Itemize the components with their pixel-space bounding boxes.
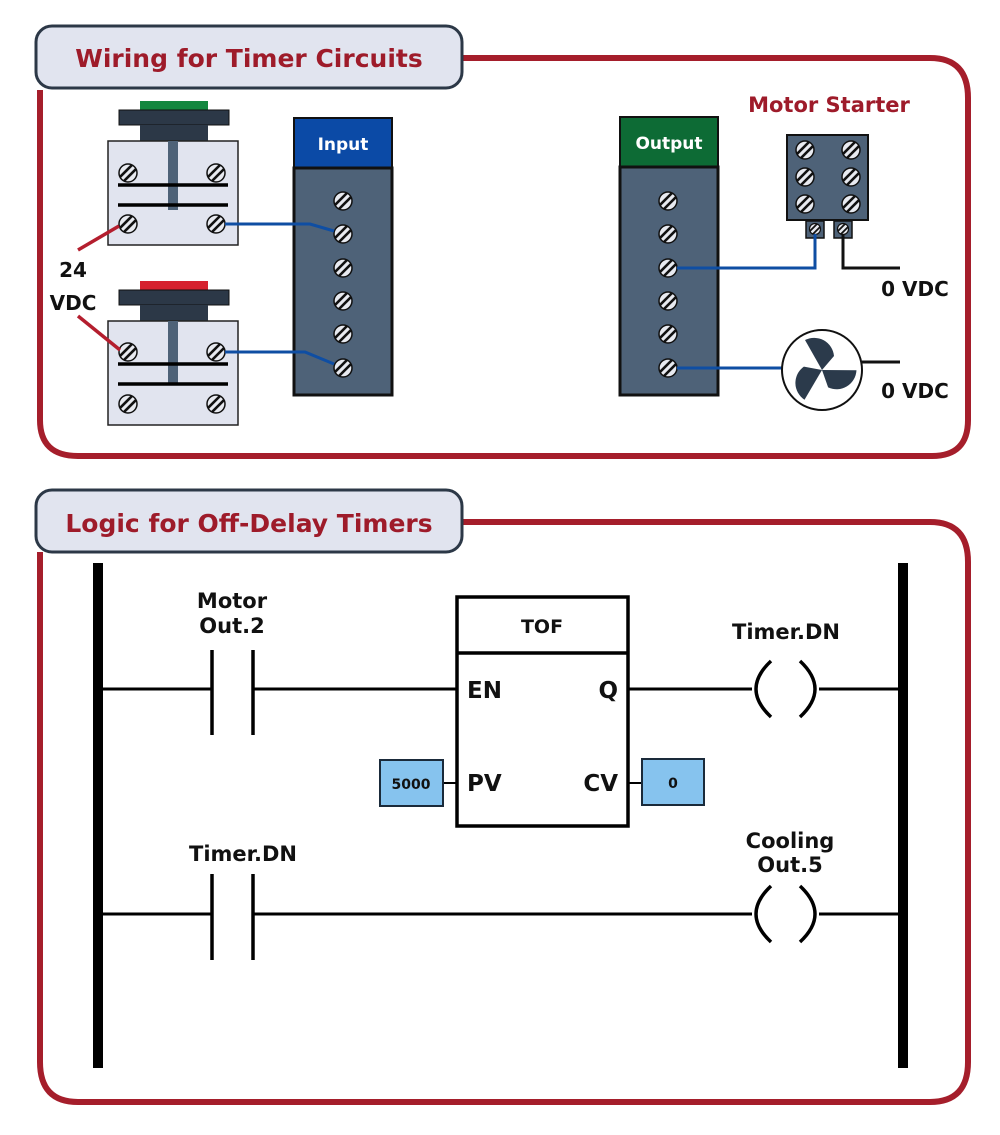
rung-1: Motor Out.2 TOF EN Q PV CV 5000 0 [103, 589, 898, 828]
output-module-title: Output [635, 134, 702, 154]
screw-icon [842, 141, 860, 159]
en-pin-label: EN [467, 678, 502, 704]
screw-icon [119, 164, 137, 182]
logic-frame [37, 519, 971, 1105]
fan-return-label: 0 VDC [881, 379, 949, 403]
preset-value: 5000 [392, 777, 431, 793]
supply-24vdc: 24 VDC [50, 224, 122, 352]
input-module-title: Input [318, 135, 369, 155]
terminal-screw-icon [659, 192, 677, 210]
screw-icon [796, 141, 814, 159]
logic-section: Logic for Off-Delay Timers Motor Out.2 T… [34, 488, 971, 1105]
screw-icon [207, 395, 225, 413]
cv-pin-label: CV [583, 771, 618, 797]
logic-title: Logic for Off-Delay Timers [65, 509, 432, 538]
screw-icon [842, 168, 860, 186]
wire-motor-starter-return [841, 234, 900, 270]
wire-start-to-input [225, 222, 335, 233]
timer-dn-coil [754, 659, 817, 719]
motor-return-label: 0 VDC [881, 277, 949, 301]
current-value: 0 [668, 776, 678, 792]
cooling-coil-label-1: Cooling [746, 829, 835, 853]
screw-icon [796, 195, 814, 213]
tof-title: TOF [521, 616, 563, 638]
stop-push-button [107, 281, 239, 426]
q-pin-label: Q [598, 678, 618, 704]
screw-icon [207, 215, 225, 233]
supply-label-24: 24 [59, 258, 87, 282]
current-value-field[interactable]: 0 [641, 758, 705, 806]
terminal-screw-icon [334, 325, 352, 343]
output-module: Output [618, 116, 720, 397]
rung-2: Timer.DN Cooling Out.5 [103, 829, 898, 960]
screw-icon [119, 215, 137, 233]
wiring-section: Wiring for Timer Circuits [34, 24, 971, 459]
screw-icon [119, 395, 137, 413]
motor-starter [786, 134, 869, 239]
terminal-screw-icon [659, 225, 677, 243]
terminal-screw-icon [334, 192, 352, 210]
left-power-rail [93, 563, 103, 1068]
cooling-coil-label-2: Out.5 [757, 853, 822, 877]
timer-dn-contact-no [210, 874, 255, 960]
pv-pin-label: PV [467, 771, 502, 797]
screw-icon [796, 168, 814, 186]
supply-label-vdc: VDC [50, 291, 97, 315]
logic-header: Logic for Off-Delay Timers [34, 488, 464, 554]
terminal-screw-icon [334, 259, 352, 277]
input-module: Input [292, 117, 394, 397]
terminal-screw-icon [659, 325, 677, 343]
start-push-button [107, 101, 239, 246]
terminal-screw-icon [659, 292, 677, 310]
screw-icon [207, 343, 225, 361]
motor-starter-label: Motor Starter [748, 93, 910, 117]
terminal-screw-icon [334, 292, 352, 310]
motor-contact-label-2: Out.2 [199, 614, 264, 638]
right-power-rail [898, 563, 908, 1068]
coil-terminal-icon [809, 223, 821, 235]
terminal-screw-icon [659, 359, 677, 377]
cooling-output-coil [754, 884, 817, 944]
screw-icon [207, 164, 225, 182]
wiring-frame [37, 55, 971, 459]
fan-icon [781, 329, 863, 411]
screw-icon [842, 195, 860, 213]
wiring-header: Wiring for Timer Circuits [34, 24, 464, 90]
timer-dn-contact-label: Timer.DN [189, 842, 297, 866]
coil-terminal-icon [837, 223, 849, 235]
terminal-screw-icon [334, 225, 352, 243]
wire-output-to-motor-starter [677, 234, 817, 270]
wiring-title: Wiring for Timer Circuits [75, 44, 422, 73]
tof-timer-block: TOF EN Q PV CV [455, 595, 630, 828]
motor-contact-label-1: Motor [197, 589, 268, 613]
preset-value-field[interactable]: 5000 [379, 759, 444, 807]
wire-stop-to-input [225, 350, 335, 366]
timer-dn-coil-label: Timer.DN [732, 620, 840, 644]
terminal-screw-icon [334, 359, 352, 377]
terminal-screw-icon [659, 259, 677, 277]
motor-contact-no [210, 650, 255, 735]
screw-icon [119, 343, 137, 361]
